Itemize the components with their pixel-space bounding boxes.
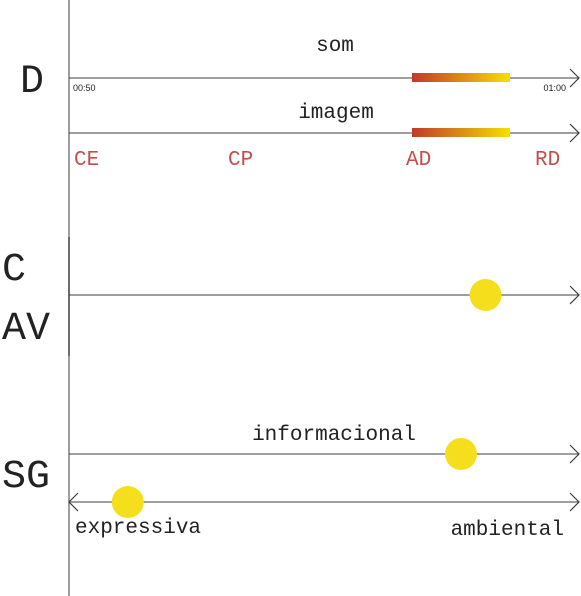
- expressiva-label: expressiva: [75, 517, 201, 540]
- scale-label-ad: AD: [406, 149, 431, 172]
- section-d-label: D: [20, 60, 44, 105]
- scale-label-rd: RD: [535, 149, 560, 172]
- scale-label-ce: CE: [74, 149, 99, 172]
- timeline-start-time: 00:50: [73, 83, 96, 93]
- informacional-label: informacional: [252, 424, 416, 447]
- track-som-label: som: [316, 35, 354, 58]
- scale-label-cp: CP: [228, 149, 253, 172]
- track-som-arrowhead: [569, 68, 580, 88]
- informacional-arrowhead: [569, 444, 580, 464]
- section-sg-label: SG: [2, 455, 50, 500]
- track-imagem-arrowhead: [569, 123, 580, 143]
- ambiental-arrowhead: [569, 492, 580, 512]
- cav-marker: [469, 279, 502, 311]
- section-av-label: AV: [2, 307, 50, 352]
- section-c-label: C: [2, 248, 26, 293]
- timeline-end-time: 01:00: [543, 83, 566, 93]
- cav-arrowhead: [569, 285, 580, 305]
- informacional-marker: [445, 438, 477, 470]
- track-som-highlight: [412, 73, 510, 82]
- expressiva-arrowhead: [68, 492, 79, 512]
- ambiental-label: ambiental: [451, 519, 564, 542]
- track-imagem-label: imagem: [298, 102, 374, 125]
- track-imagem-highlight: [412, 128, 510, 137]
- expressiva-ambiental-marker: [111, 486, 144, 518]
